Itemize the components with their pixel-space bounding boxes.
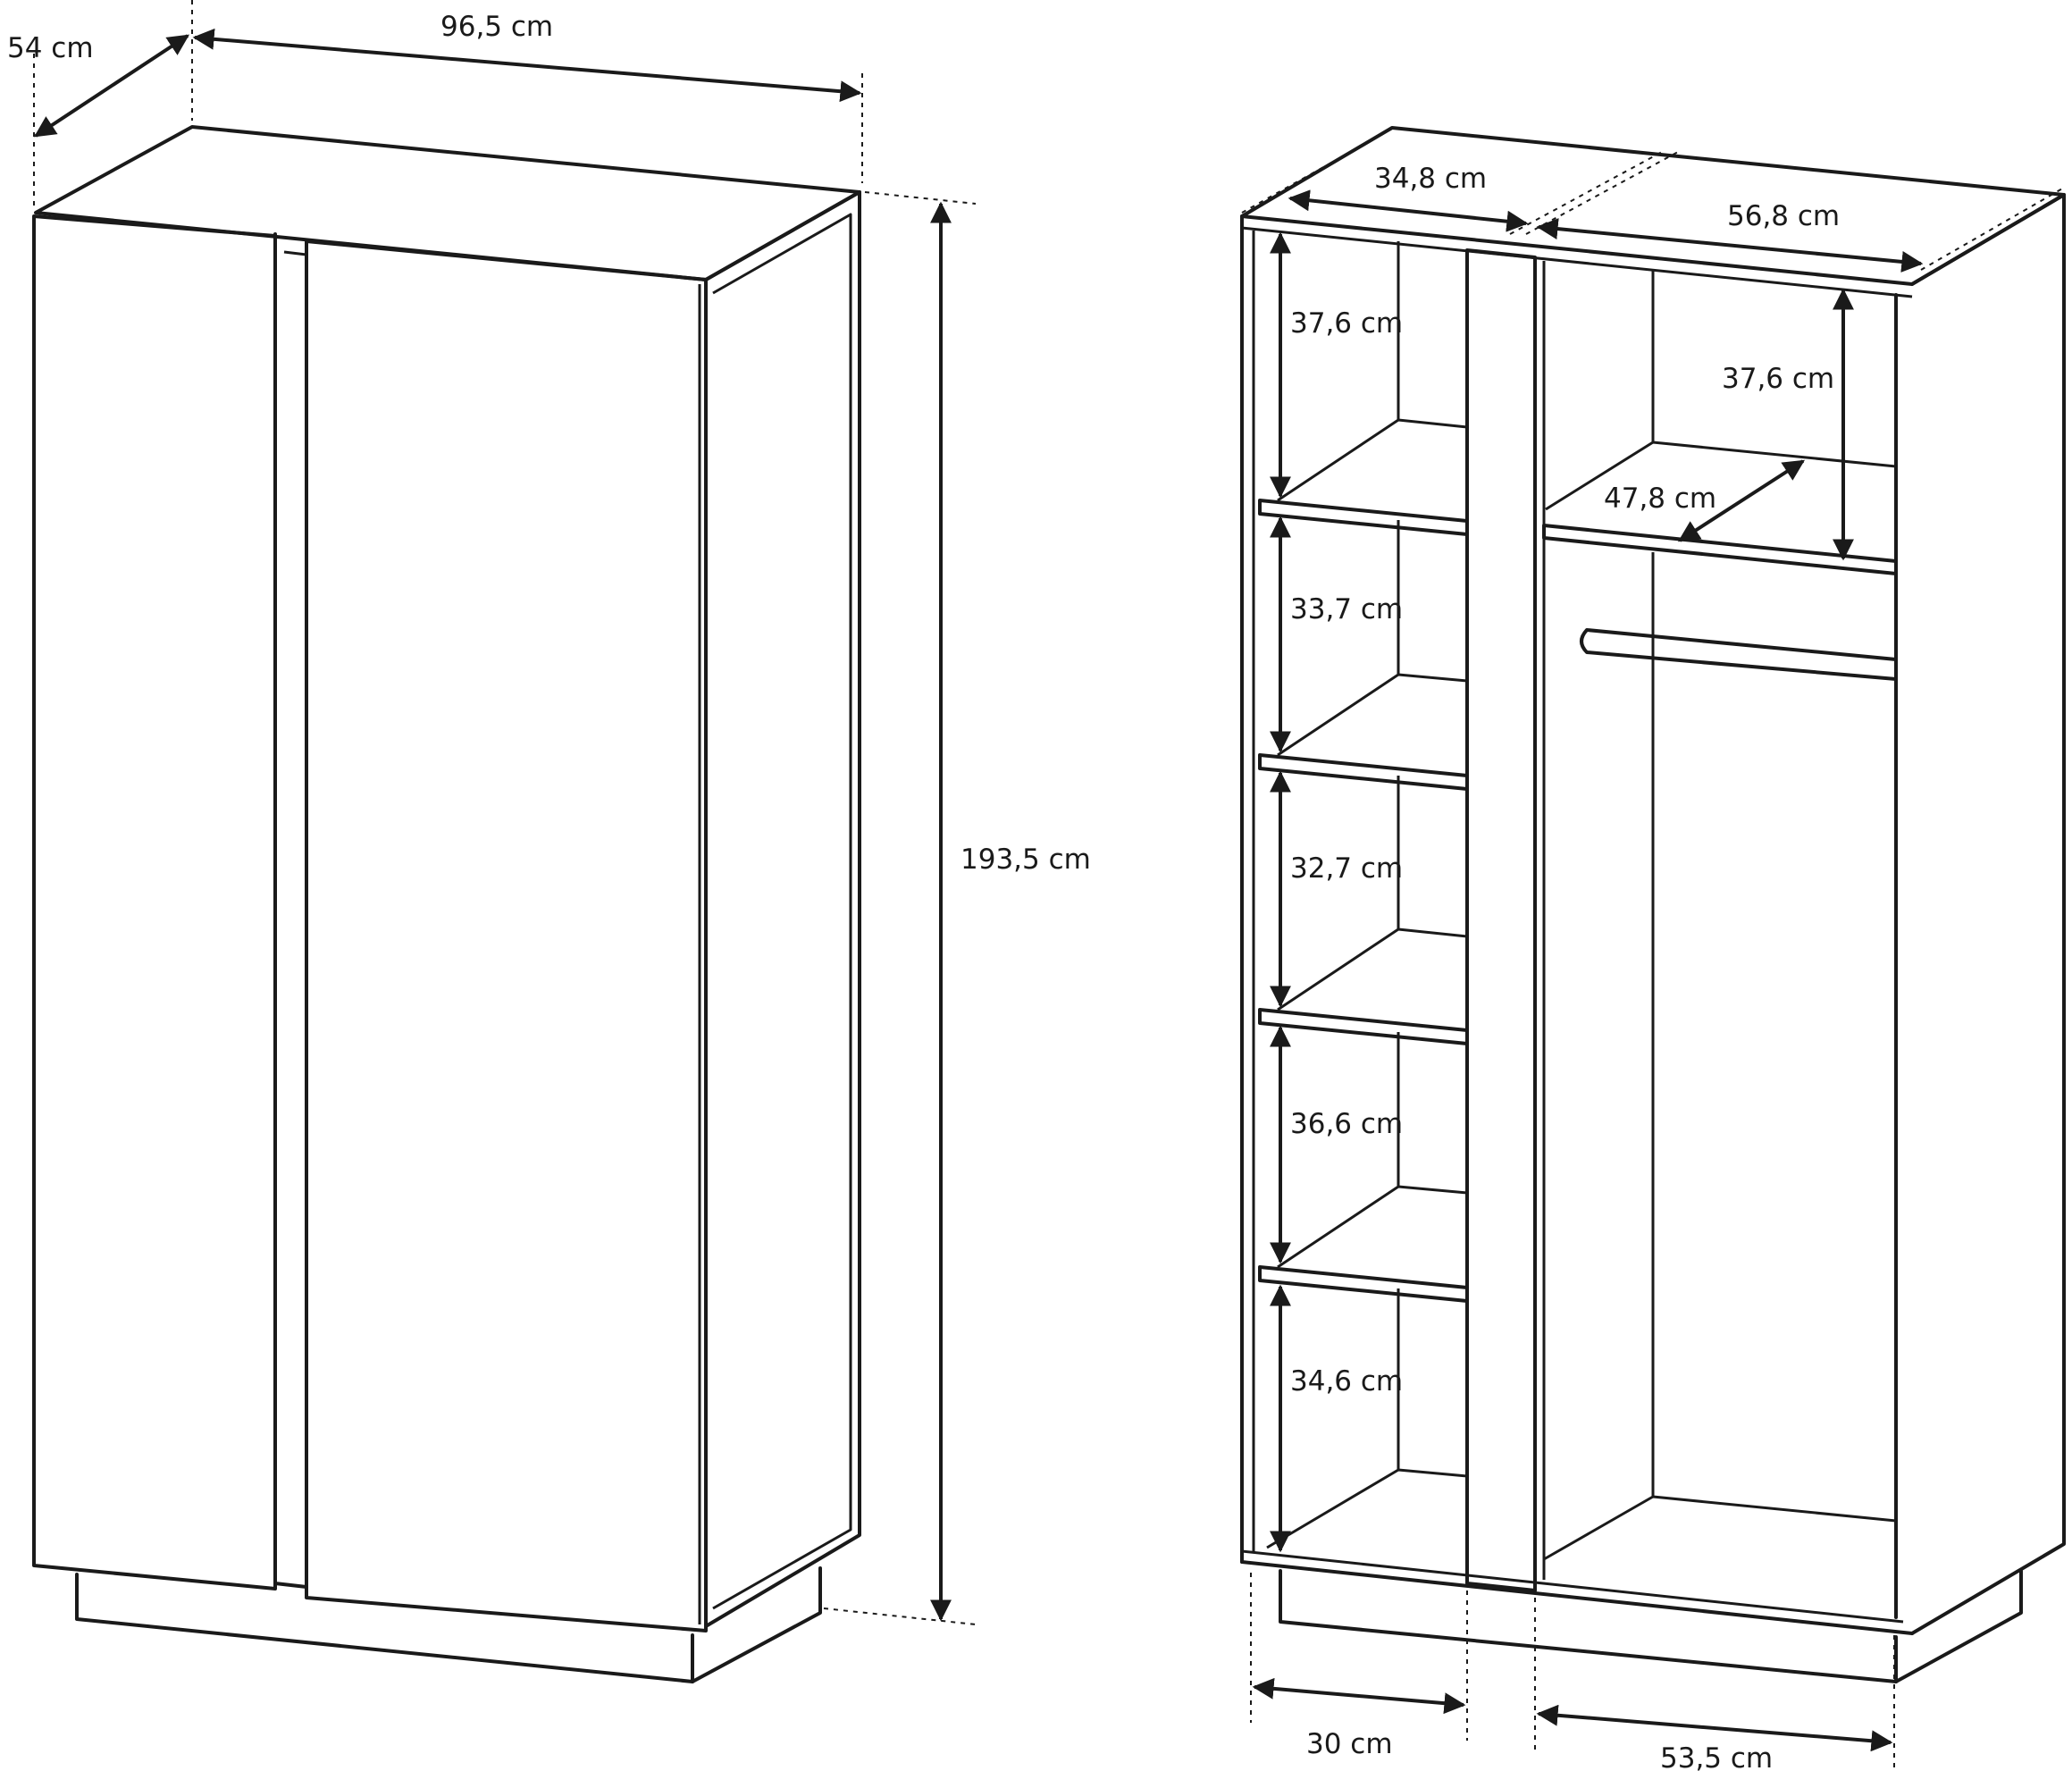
closed-carcass-gap <box>273 232 308 1589</box>
closed-plinth-side <box>691 1566 822 1683</box>
open-gap-3-label: 32,7 cm <box>1290 852 1403 885</box>
closed-depth-label: 54 cm <box>7 32 94 64</box>
open-right-shelf <box>1542 441 1898 575</box>
closed-wardrobe: 54 cm 96,5 cm 193,5 cm <box>7 0 1091 1683</box>
closed-width-label: 96,5 cm <box>440 11 553 43</box>
open-left-bottom-label: 30 cm <box>1306 1728 1393 1760</box>
open-shelf-2 <box>1258 673 1469 791</box>
open-wardrobe: 34,8 cm 56,8 cm 37,6 cm 33,7 cm 32,7 cm … <box>1240 126 2066 1771</box>
open-top-guide-mid2 <box>1525 151 1679 235</box>
closed-carcass-gap-inner <box>283 250 307 256</box>
open-plinth-side <box>1894 1569 2023 1683</box>
open-hanging-rail <box>1580 628 1898 681</box>
open-gap-4-label: 36,6 cm <box>1290 1108 1403 1140</box>
open-top-guide-mid <box>1509 151 1663 235</box>
closed-top <box>34 125 861 281</box>
closed-plinth <box>75 1573 694 1683</box>
open-plinth <box>1279 1569 1898 1683</box>
open-gap-2-label: 33,7 cm <box>1290 593 1403 625</box>
closed-ext-height-top <box>864 191 977 205</box>
closed-width-arrow <box>192 28 862 103</box>
closed-side-inner <box>712 213 852 1610</box>
open-shelf-4 <box>1258 1185 1469 1303</box>
open-right-depth-label: 47,8 cm <box>1604 483 1716 515</box>
open-right-top-width-arrow <box>1536 218 1924 273</box>
open-left-top-width-label: 34,8 cm <box>1374 163 1487 195</box>
open-right-bottom-arrow <box>1536 1704 1893 1752</box>
open-left-bottom-arrow <box>1252 1677 1466 1715</box>
open-shelf-3 <box>1258 927 1469 1045</box>
closed-left-door <box>32 214 277 1591</box>
open-side-panel <box>1910 193 2066 1635</box>
closed-right-door <box>305 239 708 1633</box>
open-top-front-lower <box>1241 226 1913 298</box>
open-top-guide-right <box>1920 187 2065 271</box>
closed-depth-arrow <box>33 34 190 138</box>
closed-ext-height-bottom <box>823 1607 977 1625</box>
open-right-depth-arrow <box>1677 459 1806 542</box>
open-right-height-label: 37,6 cm <box>1722 363 1834 395</box>
open-right-top-width-label: 56,8 cm <box>1727 200 1840 232</box>
closed-side-panel <box>704 190 861 1628</box>
open-gap-1-label: 37,6 cm <box>1290 307 1403 340</box>
open-bottom <box>1240 1560 1914 1635</box>
open-gap-5-label: 34,6 cm <box>1290 1365 1403 1397</box>
open-right-bottom-label: 53,5 cm <box>1660 1742 1773 1771</box>
open-left-floor <box>1266 1468 1468 1549</box>
open-left-top-width-arrow <box>1288 189 1529 232</box>
open-shelf-1 <box>1258 418 1469 536</box>
closed-height-label: 193,5 cm <box>961 844 1091 876</box>
open-divider <box>1465 248 1537 1592</box>
open-bottom-lower <box>1241 1549 1904 1624</box>
open-right-floor <box>1543 1495 1897 1561</box>
